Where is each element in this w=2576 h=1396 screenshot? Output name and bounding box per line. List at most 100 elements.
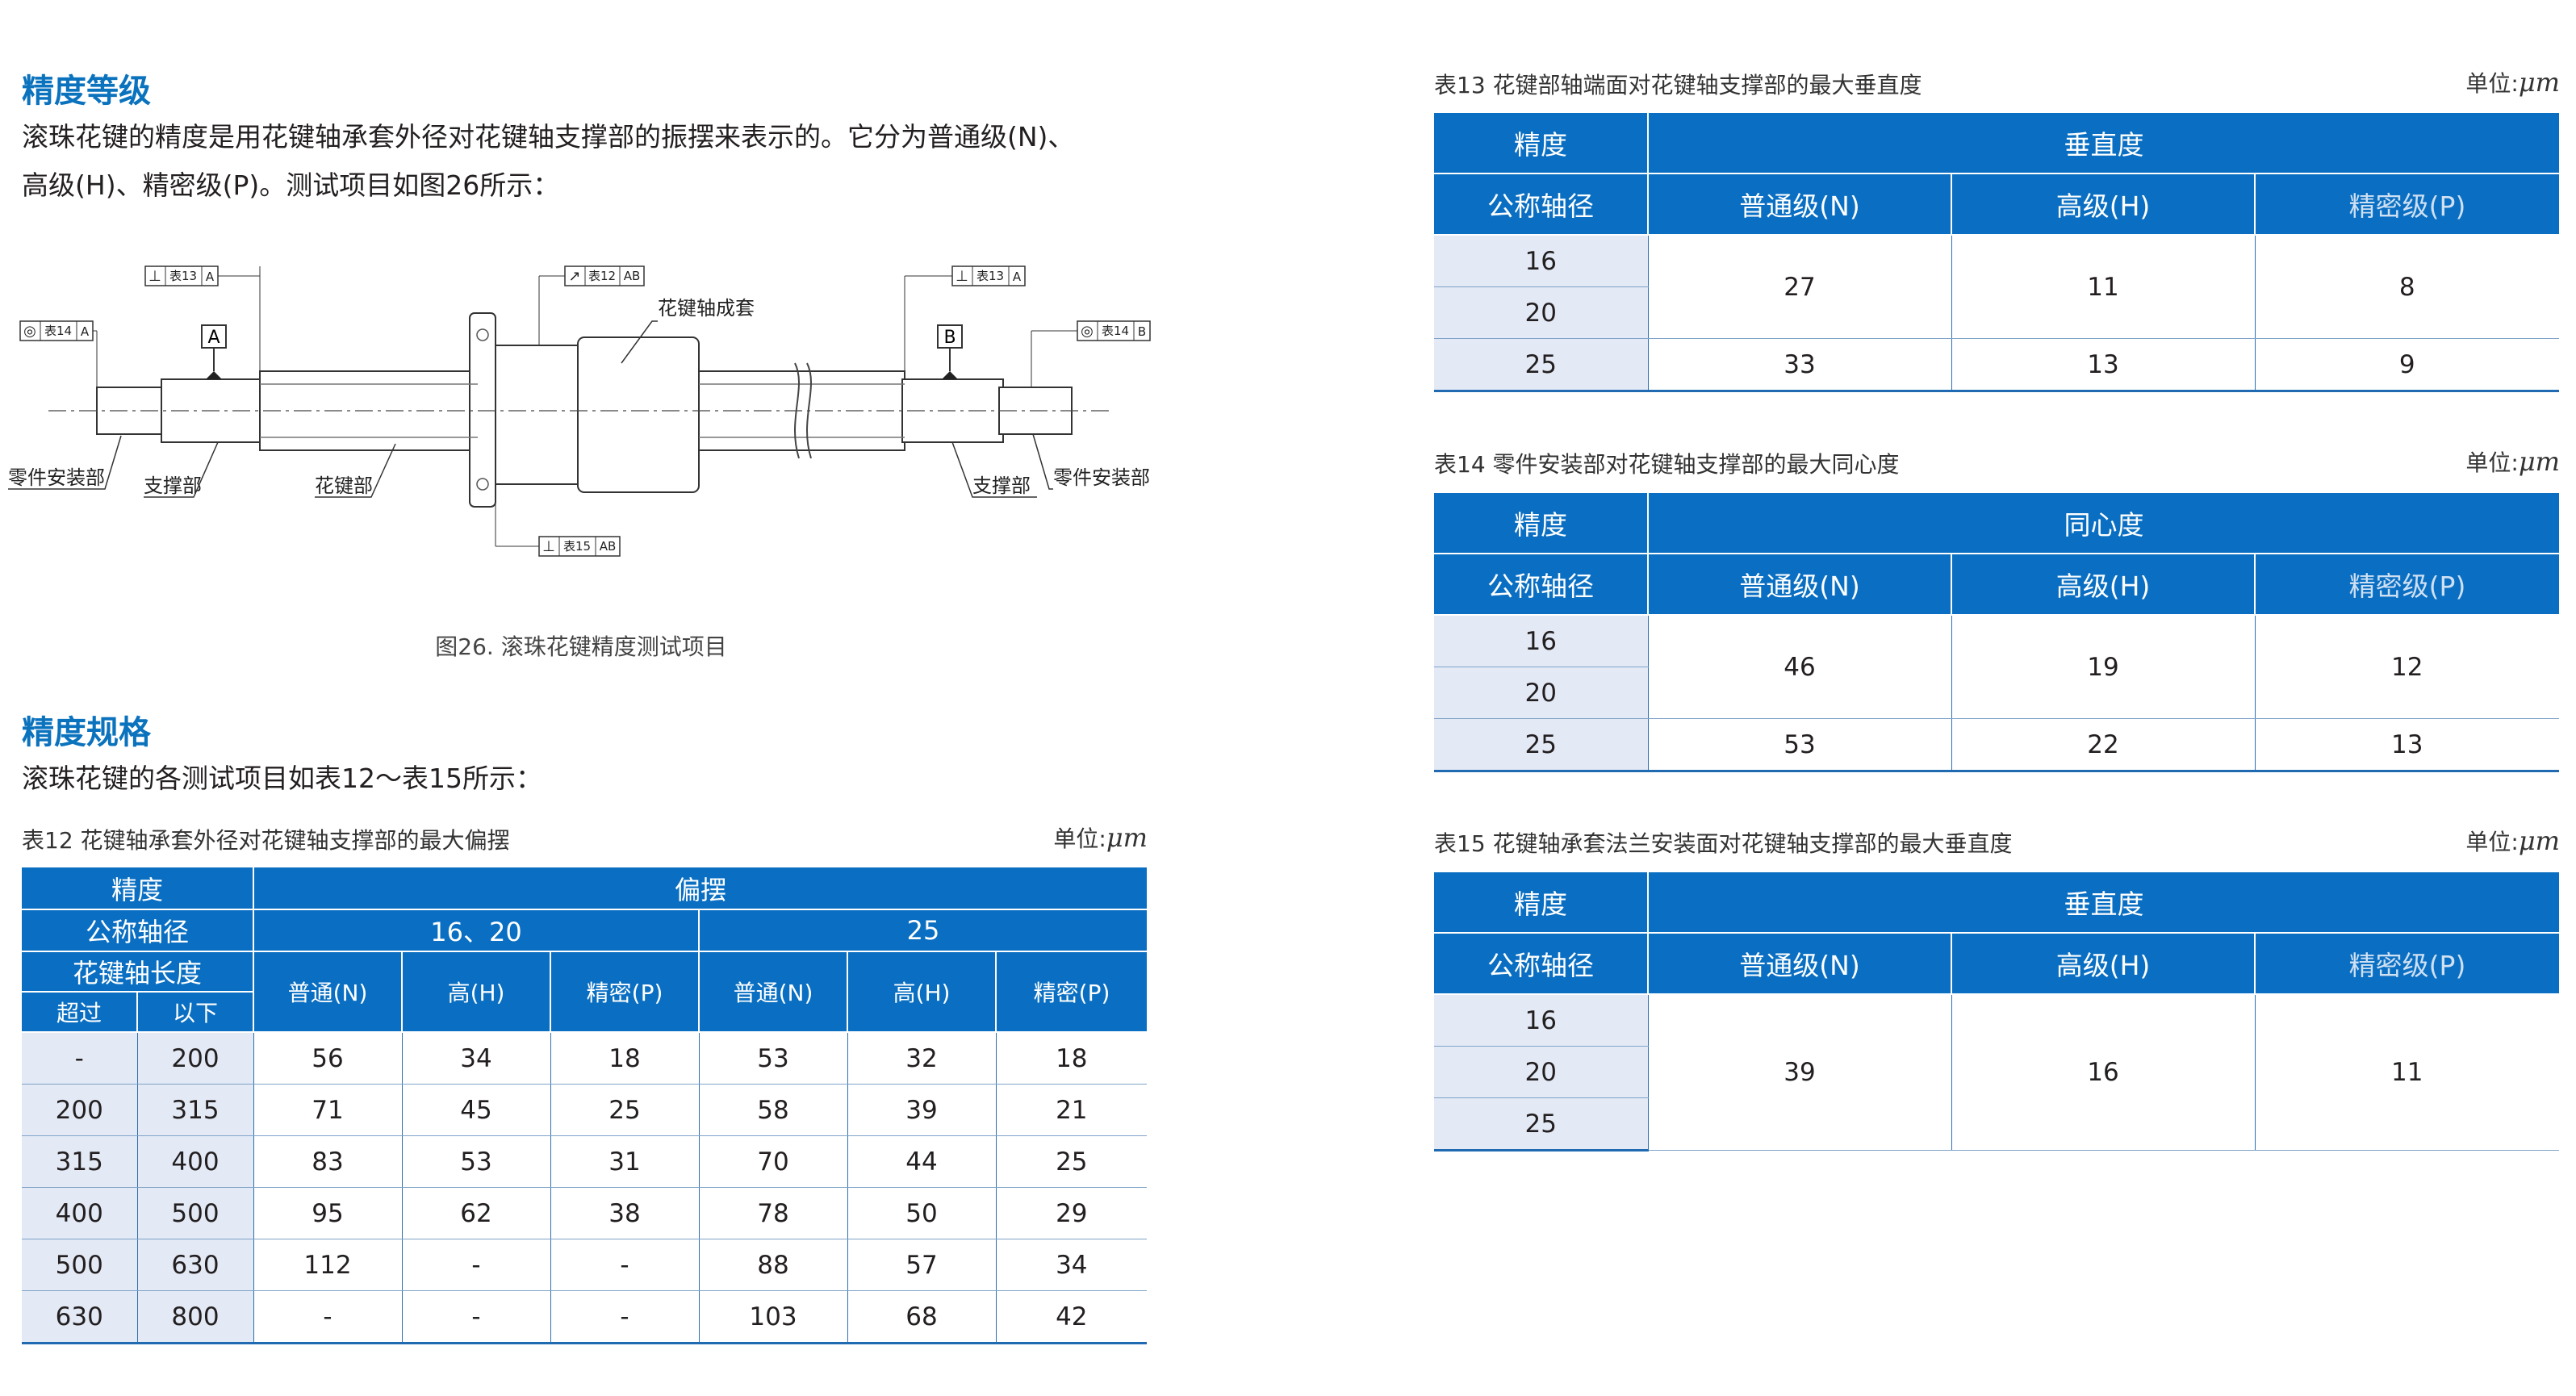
t13-header-metric: 垂直度 <box>1648 113 2560 174</box>
svg-text:表14: 表14 <box>1102 324 1129 338</box>
label-spline-nut-assembly: 花键轴成套 <box>658 297 755 320</box>
table-row: 20 <box>1434 667 2559 719</box>
t12-col-n2: 普通(N) <box>699 951 849 1033</box>
svg-text:⊥: ⊥ <box>542 538 555 555</box>
fcf-table13-left: ⊥ 表13 A <box>144 265 261 371</box>
table-row: 16 46 19 12 <box>1434 615 2560 719</box>
t14-col-normal: 普通级(N) <box>1648 554 1952 616</box>
t12-header-below: 以下 <box>137 992 255 1033</box>
table-row: 16 39 16 11 <box>1434 994 2560 1151</box>
table13-caption: 表13 花键部轴端面对花键轴支撑部的最大垂直度 <box>1434 72 1922 98</box>
t12-header-nominal: 公称轴径 <box>22 909 255 952</box>
section-heading-precision-grade: 精度等级 <box>22 73 151 110</box>
t12-col-n1: 普通(N) <box>253 951 404 1033</box>
t12-header-group-16-20: 16、20 <box>253 909 700 952</box>
intro-paragraph: 滚珠花键的精度是用花键轴承套外径对花键轴支撑部的振摆来表示的。它分为普通级(N)… <box>22 113 1168 210</box>
table14-caption: 表14 零件安装部对花键轴支撑部的最大同心度 <box>1434 451 1900 478</box>
svg-text:AB: AB <box>600 539 617 554</box>
svg-text:表13: 表13 <box>976 269 1004 283</box>
t15-col-high: 高级(H) <box>1951 933 2256 995</box>
t15-col-normal: 普通级(N) <box>1648 933 1952 995</box>
table12-caption: 表12 花键轴承套外径对花键轴支撑部的最大偏摆 <box>22 827 510 854</box>
nut-flange <box>469 312 496 508</box>
t15-header-precision: 精度 <box>1434 872 1649 934</box>
t15-header-metric: 垂直度 <box>1648 872 2560 934</box>
figure-caption: 图26. 滚珠花键精度测试项目 <box>435 633 727 660</box>
label-support-right: 支撑部 <box>972 474 1031 497</box>
datum-a-triangle <box>206 371 222 379</box>
datum-b-label: B <box>943 328 956 348</box>
table-row: 20 <box>1434 286 2559 339</box>
svg-text:⊥: ⊥ <box>148 268 161 285</box>
datum-a-label: A <box>207 328 220 348</box>
t12-col-h2: 高(H) <box>847 951 997 1033</box>
svg-text:A: A <box>1013 270 1022 284</box>
svg-text:↗: ↗ <box>568 268 580 285</box>
table15-caption: 表15 花键轴承套法兰安装面对花键轴支撑部的最大垂直度 <box>1434 830 2013 857</box>
table15-unit: 单位:μm <box>2465 825 2560 856</box>
table13-perpendicularity: 精度 垂直度 公称轴径 普通级(N) 高级(H) 精密级(P) 16 27 11… <box>1434 113 2560 392</box>
table-row: 16 27 11 8 <box>1434 235 2560 339</box>
label-spline-part: 花键部 <box>315 474 373 497</box>
table-row: 20 <box>1434 1046 2559 1098</box>
svg-text:⊥: ⊥ <box>956 268 968 285</box>
t12-col-p1: 精密(P) <box>550 951 700 1033</box>
t13-header-nominal: 公称轴径 <box>1434 173 1649 236</box>
svg-text:表12: 表12 <box>588 269 616 283</box>
svg-text:◎: ◎ <box>23 323 36 340</box>
t14-col-precision: 精密级(P) <box>2255 554 2560 616</box>
spline-nut-sleeve <box>577 336 700 493</box>
datum-b-triangle <box>942 371 958 379</box>
micron-symbol: μm <box>1106 822 1148 853</box>
svg-text:AB: AB <box>624 269 641 283</box>
fcf-table14-left: ◎ 表14 A <box>19 320 98 387</box>
fcf-table12: ↗ 表12 AB <box>538 265 645 345</box>
datum-b-box <box>937 324 963 349</box>
t13-col-high: 高级(H) <box>1951 173 2256 236</box>
fcf-table14-right: ◎ 表14 B <box>1031 320 1151 387</box>
table-row: 25 53 22 13 <box>1434 718 2560 772</box>
label-part-mount-right: 零件安装部 <box>1053 466 1150 489</box>
table-row: 25 33 13 9 <box>1434 338 2560 392</box>
table-row: 25 <box>1434 1097 2559 1151</box>
spec-intro: 滚珠花键的各测试项目如表12～表15所示： <box>22 763 542 794</box>
intro-line-1: 滚珠花键的精度是用花键轴承套外径对花键轴支撑部的振摆来表示的。它分为普通级(N)… <box>22 121 1075 153</box>
t14-col-high: 高级(H) <box>1951 554 2256 616</box>
intro-line-2: 高级(H)、精密级(P)。测试项目如图26所示： <box>22 169 560 201</box>
t15-header-nominal: 公称轴径 <box>1434 933 1649 995</box>
table12-runout: 精度 偏摆 公称轴径 16、20 25 花键轴长度 普通(N) 高(H) 精密(… <box>22 867 1148 1344</box>
t12-col-p2: 精密(P) <box>996 951 1148 1033</box>
micron-symbol: μm <box>2518 825 2560 856</box>
label-support-left: 支撑部 <box>144 474 202 497</box>
t14-header-nominal: 公称轴径 <box>1434 554 1649 616</box>
svg-text:表13: 表13 <box>169 269 197 283</box>
t12-header-length: 花键轴长度 <box>22 951 255 993</box>
t12-header-group-25: 25 <box>699 909 1148 952</box>
t12-col-h1: 高(H) <box>402 951 552 1033</box>
table12-unit: 单位:μm <box>1053 822 1148 853</box>
table13-unit: 单位:μm <box>2465 67 2560 98</box>
t13-col-precision: 精密级(P) <box>2255 173 2560 236</box>
t15-col-precision: 精密级(P) <box>2255 933 2560 995</box>
t12-header-precision: 精度 <box>22 867 255 910</box>
micron-symbol: μm <box>2518 67 2560 98</box>
fcf-table15: ⊥ 表15 AB <box>495 484 621 557</box>
svg-text:B: B <box>1138 324 1146 339</box>
fcf-table13-right: ⊥ 表13 A <box>904 265 1026 371</box>
datum-a-box <box>201 324 227 349</box>
svg-text:A: A <box>81 324 90 339</box>
section-heading-precision-spec: 精度规格 <box>22 714 151 751</box>
svg-text:A: A <box>206 270 215 284</box>
t13-col-normal: 普通级(N) <box>1648 173 1952 236</box>
svg-text:◎: ◎ <box>1081 323 1094 340</box>
spline-nut-body <box>495 345 585 485</box>
svg-text:表15: 表15 <box>563 539 591 554</box>
t14-header-precision: 精度 <box>1434 493 1649 554</box>
label-part-mount-left: 零件安装部 <box>8 466 105 489</box>
table14-unit: 单位:μm <box>2465 446 2560 477</box>
